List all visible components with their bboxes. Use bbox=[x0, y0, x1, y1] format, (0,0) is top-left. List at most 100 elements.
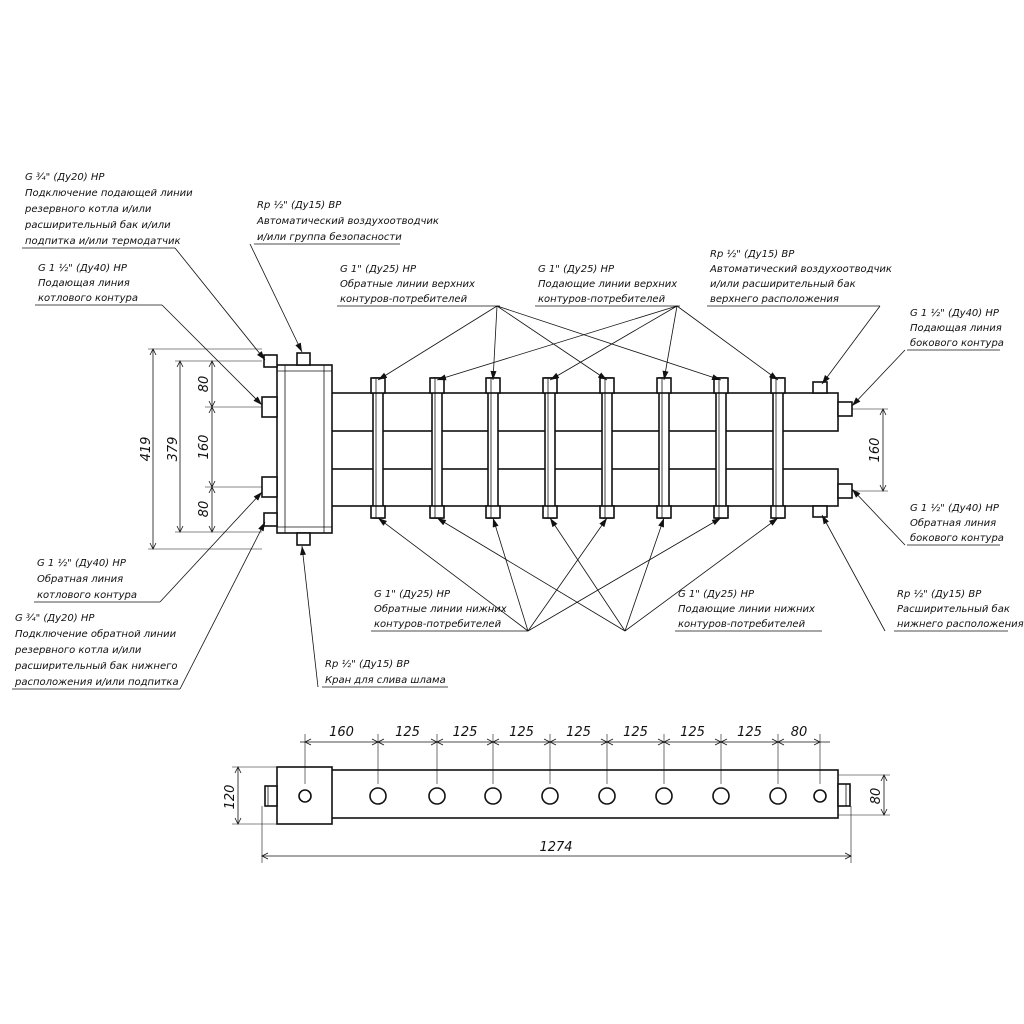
leader-upper-return-4 bbox=[496, 305, 722, 381]
dim-plan-spacing-8: 125 bbox=[737, 725, 762, 740]
leader-boiler-return bbox=[159, 491, 263, 603]
dim-plan-spacing-1: 160 bbox=[329, 725, 354, 740]
leader-upper-supply-3 bbox=[663, 305, 678, 381]
label-line: Rp ½" (Ду15) ВР bbox=[257, 199, 342, 211]
label-line: Rp ½" (Ду15) ВР bbox=[897, 588, 982, 600]
label-upper-return: G 1" (Ду25) НР Обратные линии верхних конт… bbox=[337, 264, 500, 307]
label-line: G 1" (Ду25) НР bbox=[374, 589, 451, 600]
reserve-return-nozzle bbox=[263, 512, 278, 527]
label-line: G ¾" (Ду20) НР bbox=[25, 172, 105, 183]
leader-upper-supply-4 bbox=[676, 305, 779, 381]
label-line: контуров-потребителей bbox=[374, 618, 502, 630]
leader-upper-supply-1 bbox=[436, 305, 678, 381]
label-line: расположения и/или подпитка bbox=[14, 677, 179, 688]
label-line: Автоматический воздухоотводчик bbox=[709, 264, 892, 275]
plan-hole-10 bbox=[813, 789, 827, 803]
tap-bottom-fitting-2 bbox=[429, 505, 445, 519]
label-line: Автоматический воздухоотводчик bbox=[256, 216, 439, 227]
dim-right-spacing: 160 bbox=[868, 438, 883, 463]
side-return-nozzle bbox=[837, 483, 853, 499]
plan-hole-2 bbox=[369, 787, 387, 805]
plan-hole-3 bbox=[428, 787, 446, 805]
plan-hole-6 bbox=[598, 787, 616, 805]
label-line: верхнего расположения bbox=[710, 294, 839, 305]
front-left-dimensions: 419 379 80 160 80 bbox=[139, 348, 262, 550]
tap-column-8 bbox=[772, 377, 784, 519]
label-line: G 1 ½" (Ду40) НР bbox=[910, 502, 1000, 514]
leader-expansion-bottom bbox=[821, 514, 886, 632]
leader-lower-return-1 bbox=[377, 517, 529, 632]
tap-top-fitting-4 bbox=[542, 377, 558, 394]
dim-overall-length: 1274 bbox=[539, 840, 572, 855]
leader-lines bbox=[159, 243, 906, 690]
tap-bottom-fitting-4 bbox=[542, 505, 558, 519]
label-line: контуров-потребителей bbox=[678, 618, 806, 630]
leader-side-supply bbox=[851, 349, 906, 407]
dim-inner-height: 379 bbox=[166, 437, 181, 462]
leader-boiler-supply bbox=[161, 304, 263, 406]
label-line: Подключение обратной линии bbox=[15, 628, 177, 640]
label-line: контуров-потребителей bbox=[538, 293, 666, 305]
label-line: G 1 ½" (Ду40) НР bbox=[37, 557, 127, 569]
upper-collector-pipe bbox=[329, 392, 839, 432]
air-vent-nozzle-left bbox=[296, 352, 311, 366]
label-line: нижнего расположения bbox=[897, 619, 1024, 630]
plan-hole-5 bbox=[541, 787, 559, 805]
label-line: расширительный бак нижнего bbox=[14, 660, 177, 672]
leader-reserve-supply bbox=[174, 247, 266, 361]
tap-bottom-fitting-1 bbox=[370, 505, 386, 519]
leader-lower-return-3 bbox=[527, 517, 608, 632]
label-line: Кран для слива шлама bbox=[325, 675, 446, 686]
label-line: Обратная линия bbox=[910, 517, 996, 529]
label-line: котлового контура bbox=[38, 293, 138, 304]
leader-upper-return-3 bbox=[496, 305, 608, 381]
label-line: Расширительный бак bbox=[897, 603, 1010, 615]
label-line: Rp ½" (Ду15) ВР bbox=[325, 658, 410, 670]
tap-bottom-fitting-6 bbox=[656, 505, 672, 519]
label-line: и/или группа безопасности bbox=[257, 231, 402, 243]
plan-separator-body bbox=[276, 766, 333, 825]
label-drain-valve: Rp ½" (Ду15) ВР Кран для слива шлама bbox=[322, 658, 448, 688]
dim-plan-spacing-6: 125 bbox=[623, 725, 648, 740]
label-line: контуров-потребителей bbox=[340, 293, 468, 305]
tap-column-4 bbox=[544, 377, 556, 519]
label-line: G 1" (Ду25) НР bbox=[678, 589, 755, 600]
plan-hole-8 bbox=[712, 787, 730, 805]
label-expansion-tank-bottom: Rp ½" (Ду15) ВР Расширительный бак нижнего… bbox=[894, 588, 1024, 632]
label-line: G 1" (Ду25) НР bbox=[538, 264, 615, 275]
dim-plan-spacing-3: 125 bbox=[453, 725, 478, 740]
leader-upper-supply-2 bbox=[549, 305, 678, 381]
tap-top-fitting-3 bbox=[485, 377, 501, 394]
label-line: Подающая линия bbox=[38, 278, 130, 289]
dim-left-height: 120 bbox=[223, 785, 238, 810]
label-line: расширительный бак и/или bbox=[24, 219, 171, 231]
label-upper-supply: G 1" (Ду25) НР Подающие линии верхних конт… bbox=[535, 264, 680, 307]
label-line: G 1" (Ду25) НР bbox=[340, 264, 417, 275]
air-vent-nozzle-right bbox=[812, 381, 828, 394]
label-line: G 1 ½" (Ду40) НР bbox=[910, 307, 1000, 319]
label-line: Обратные линии верхних bbox=[340, 278, 475, 290]
dim-top-spacing: 80 bbox=[197, 376, 212, 393]
leader-drain bbox=[301, 545, 319, 688]
front-view: 419 379 80 160 80 160 bbox=[139, 348, 888, 550]
lower-collector-pipe bbox=[329, 468, 839, 507]
leader-lower-supply-4 bbox=[624, 517, 779, 632]
tap-top-fitting-1 bbox=[370, 377, 386, 394]
label-line: Подающие линии верхних bbox=[538, 279, 677, 290]
dim-plan-spacing-9: 80 bbox=[791, 725, 808, 740]
dim-plan-spacing-7: 125 bbox=[680, 725, 705, 740]
plan-right-nozzle bbox=[837, 783, 851, 807]
plan-hole-4 bbox=[484, 787, 502, 805]
plan-left-nozzle bbox=[264, 785, 278, 807]
